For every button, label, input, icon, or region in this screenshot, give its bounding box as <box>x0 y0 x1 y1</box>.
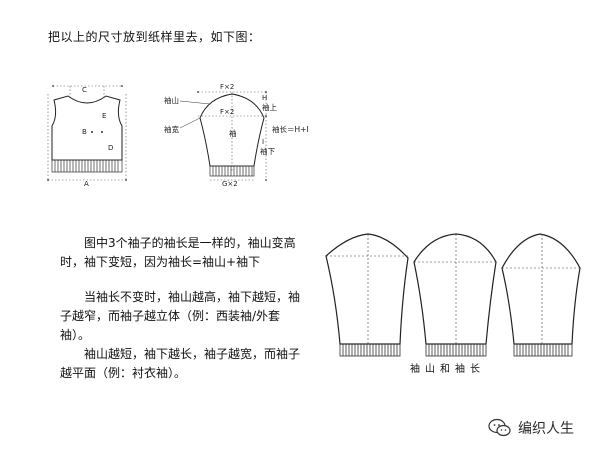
sleeve-guides <box>198 91 267 181</box>
sleeve-label-cap-height: 袖上 <box>262 102 277 112</box>
sleeve-cuff-ribbing <box>209 165 255 177</box>
sleeve-shape-3 <box>501 233 581 357</box>
paragraph1-text: 图中3个袖子的袖长是一样的，袖山变高时，袖下变短，因为袖长=袖山+袖下 <box>60 236 296 269</box>
wechat-icon <box>488 418 511 437</box>
watermark: 编织人生 <box>488 418 574 438</box>
sleeve-label-lower: 袖下 <box>260 146 275 156</box>
vest-pattern-diagram: C E B D A <box>47 85 127 188</box>
vest-ribbing <box>51 159 123 173</box>
intro-text: 把以上的尺寸放到纸样里去，如下图： <box>48 30 261 44</box>
sleeve-label-top-f: F×2 <box>220 83 234 91</box>
vest-label-c: C <box>82 86 87 94</box>
vest-label-b: B <box>82 128 87 136</box>
dimension-lines <box>47 85 127 181</box>
vest-label-e: E <box>102 112 106 120</box>
sleeve-outline <box>199 93 265 167</box>
vest-label-a: A <box>84 180 89 188</box>
sleeve-pattern-diagram: 袖山 袖宽 F×2 F×2 H 袖上 袖长＝H+I I 袖下 袖 G×2 <box>164 83 309 188</box>
sleeve-label-h: H <box>262 94 267 102</box>
sleeve-shape-2 <box>413 233 497 357</box>
sleeve-label-mid-f: F×2 <box>220 108 234 116</box>
sleeve-label-body: 袖 <box>229 128 237 138</box>
sleeve-shape-1 <box>325 233 409 357</box>
comparison-caption: 袖山和袖长 <box>410 364 485 375</box>
sleeve-label-length: 袖长＝H+I <box>272 124 309 134</box>
paragraph2a-text: 当袖长不变时，袖山越高，袖下越短，袖子越窄，而袖子越立体（例：西装袖/外套袖）。 <box>60 290 301 342</box>
paragraph-sleeve-relation: 图中3个袖子的袖长是一样的，袖山变高时，袖下变短，因为袖长=袖山+袖下 <box>60 234 305 272</box>
sleeve-label-width: 袖宽 <box>164 124 179 134</box>
vest-label-d: D <box>108 144 113 152</box>
sleeve-comparison-diagram <box>325 233 581 357</box>
watermark-text: 编织人生 <box>518 421 574 437</box>
vest-outline <box>51 95 123 161</box>
sleeve-label-cap: 袖山 <box>164 95 179 105</box>
sleeve-label-cuff-g: G×2 <box>222 180 238 188</box>
sleeve-label-i: I <box>262 138 264 146</box>
paragraph2b-text: 袖山越短，袖下越长，袖子越宽，而袖子越平面（例：衬衣袖）。 <box>60 347 301 380</box>
paragraph-sleeve-effects: 当袖长不变时，袖山越高，袖下越短，袖子越窄，而袖子越立体（例：西装袖/外套袖）。… <box>60 288 310 383</box>
